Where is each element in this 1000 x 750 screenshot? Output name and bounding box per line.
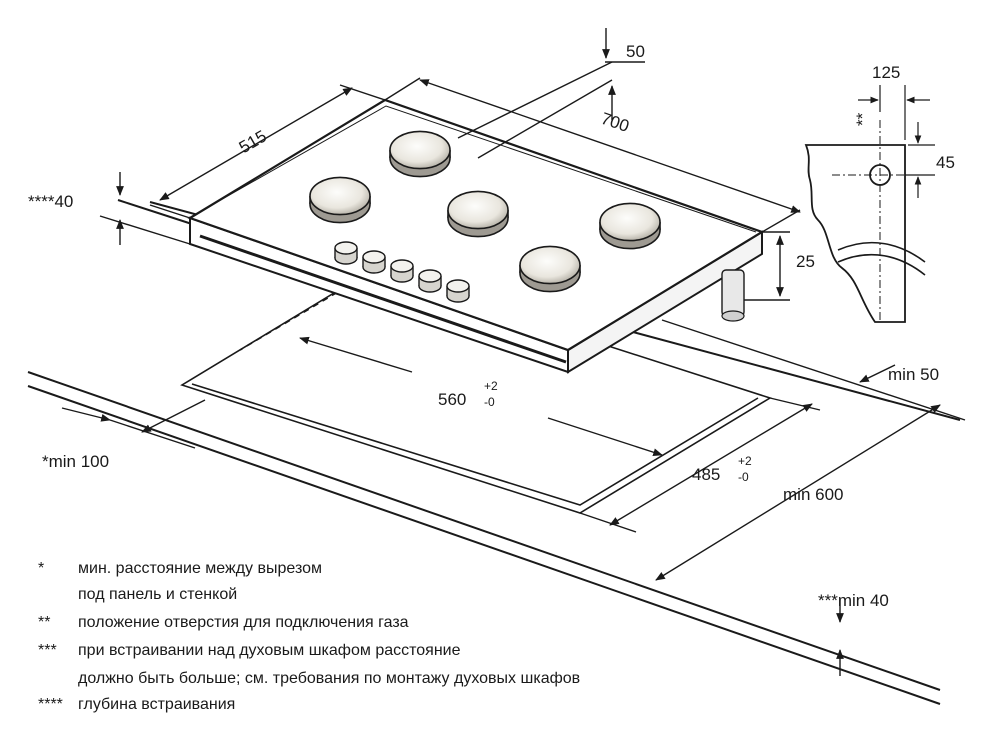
legend-text: под панель и стенкой bbox=[78, 586, 238, 603]
dim-cutout-width-label: 560 bbox=[438, 390, 466, 409]
legend-text: при встраивании над духовым шкафом расст… bbox=[78, 642, 461, 659]
burner bbox=[389, 130, 451, 178]
dim-cutout-width-tol-low: -0 bbox=[484, 395, 495, 409]
legend-text: должно быть больше; см. требования по мо… bbox=[78, 670, 581, 687]
control-knobs bbox=[334, 241, 470, 303]
dim-hob-height-label: 25 bbox=[796, 252, 815, 271]
burner bbox=[519, 245, 581, 293]
dim-cutout-depth-tol-low: -0 bbox=[738, 470, 749, 484]
control-knob bbox=[446, 279, 470, 303]
legend-mark: ** bbox=[38, 614, 51, 631]
control-knob bbox=[390, 259, 414, 283]
dim-min-below-label: ***min 40 bbox=[818, 591, 889, 610]
burner bbox=[599, 202, 661, 250]
dimension-lines bbox=[61, 28, 966, 676]
gas-connection-detail bbox=[804, 85, 935, 323]
dimension-labels: 515 700 50 125 45 ** 25 ****40 560 +2 -0… bbox=[28, 42, 955, 610]
dim-gas-height-label: 45 bbox=[936, 153, 955, 172]
dim-min-worktop-label: min 600 bbox=[783, 485, 843, 504]
control-knob bbox=[362, 250, 386, 274]
dim-cutout-depth-tol: +2 bbox=[738, 454, 752, 468]
control-knob bbox=[334, 241, 358, 265]
legend-mark: *** bbox=[38, 642, 57, 659]
dim-gas-mark-label: ** bbox=[853, 112, 872, 126]
dim-cutout-width-tol: +2 bbox=[484, 379, 498, 393]
legend-text: положение отверстия для подключения газа bbox=[78, 614, 409, 631]
dim-gas-offset-label: 125 bbox=[872, 63, 900, 82]
dim-top-offset-label: 50 bbox=[626, 42, 645, 61]
gas-connector bbox=[721, 269, 745, 322]
control-knob bbox=[418, 269, 442, 293]
dim-cutout-depth-label: 485 bbox=[692, 465, 720, 484]
dim-width-label: 700 bbox=[599, 109, 632, 136]
legend-text: мин. расстояние между вырезом bbox=[78, 560, 322, 577]
dim-side-depth-label: ****40 bbox=[28, 192, 73, 211]
legend-text: глубина встраивания bbox=[78, 696, 236, 713]
burner bbox=[309, 176, 371, 224]
dim-min-back-label: min 50 bbox=[888, 365, 939, 384]
legend-mark: **** bbox=[38, 696, 63, 713]
burner bbox=[447, 190, 509, 238]
dim-min-front-label: *min 100 bbox=[42, 452, 109, 471]
legend-mark: * bbox=[38, 560, 45, 577]
